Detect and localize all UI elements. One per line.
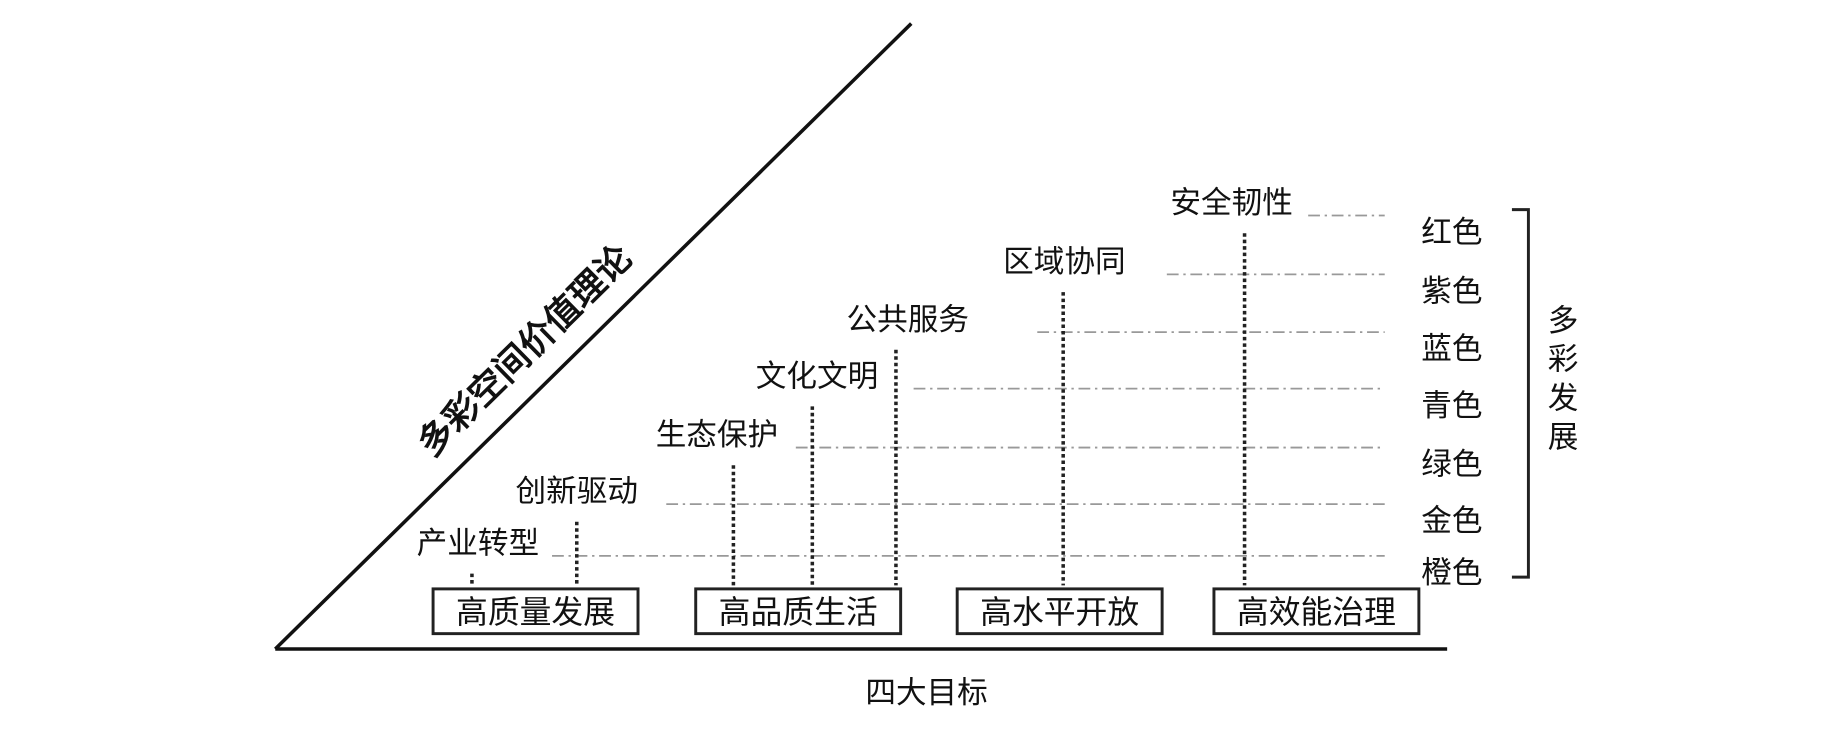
color-label: 橙色 <box>1421 556 1482 591</box>
color-label: 青色 <box>1421 389 1482 424</box>
goal-label: 高质量发展 <box>456 594 615 631</box>
dimension-label: 文化文明 <box>756 359 878 394</box>
theory-title: 多彩空间价值理论 <box>410 237 641 465</box>
color-label: 紫色 <box>1421 275 1482 310</box>
goal-box: 高质量发展 <box>431 587 640 636</box>
dimension-label: 安全韧性 <box>1170 186 1292 221</box>
right-title: 多彩发展 <box>1542 304 1578 460</box>
dimension-label: 公共服务 <box>847 303 969 338</box>
goal-box: 高水平开放 <box>955 587 1164 636</box>
bottom-title: 四大目标 <box>865 676 987 711</box>
hypotenuse-line <box>274 22 913 651</box>
color-label: 红色 <box>1421 216 1482 251</box>
color-label: 蓝色 <box>1421 332 1482 367</box>
goal-label: 高效能治理 <box>1237 594 1396 631</box>
dimension-label: 生态保护 <box>656 418 778 453</box>
dimension-label: 创新驱动 <box>516 475 638 510</box>
goal-label: 高品质生活 <box>719 594 878 631</box>
bracket <box>1511 208 1530 579</box>
color-label: 金色 <box>1421 504 1482 539</box>
goal-box: 高效能治理 <box>1212 587 1421 636</box>
color-label: 绿色 <box>1421 448 1482 483</box>
dimension-label: 产业转型 <box>417 527 539 562</box>
dimension-label: 区域协同 <box>1003 245 1125 280</box>
goal-label: 高水平开放 <box>980 594 1139 631</box>
goal-box: 高品质生活 <box>694 587 903 636</box>
